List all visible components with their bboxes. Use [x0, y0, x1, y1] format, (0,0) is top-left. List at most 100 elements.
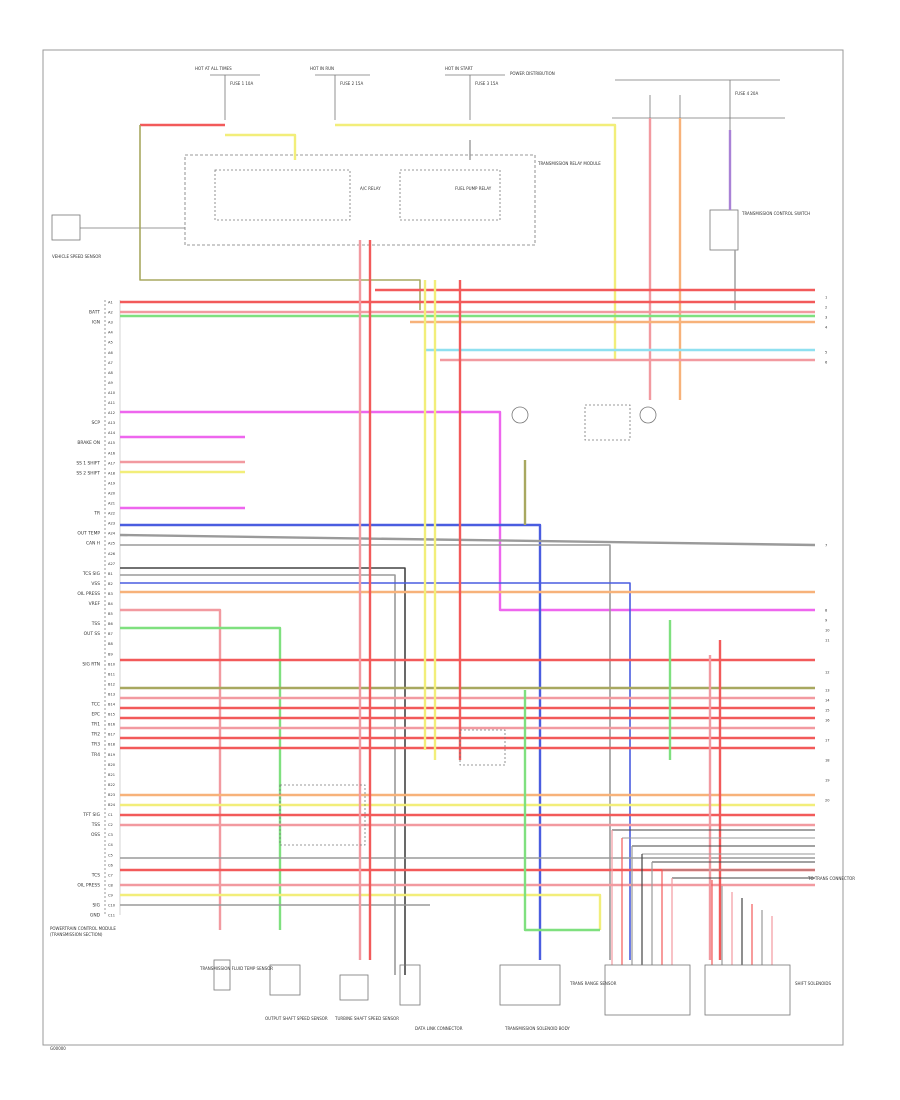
- pin-label: IGN: [92, 320, 100, 326]
- pin-number: B3: [108, 592, 113, 596]
- pin-label: SIG: [93, 903, 101, 909]
- transmission-solenoid-body: [499, 964, 561, 1006]
- pin-number: C6: [108, 863, 114, 867]
- pin-number: A12: [108, 411, 115, 415]
- pin-number: A1: [108, 301, 113, 305]
- pin-number: A14: [108, 431, 116, 435]
- pin-number: A7: [108, 361, 113, 365]
- right-connector-label: SHIFT SOLENOIDS: [795, 981, 832, 986]
- output-shaft-speed-sensor: [269, 964, 301, 996]
- transmission-fluid-temp-sensor-label: TRANSMISSION FLUID TEMP SENSOR: [199, 966, 273, 971]
- pin-number: C1: [108, 813, 113, 817]
- bottom-components: [213, 959, 791, 1016]
- pin-number: A18: [108, 471, 116, 475]
- pin-number: A17: [108, 461, 115, 465]
- right-edge-label: 15: [825, 709, 830, 713]
- relay-icon: [584, 404, 631, 441]
- pin-number: A24: [108, 532, 116, 536]
- label-fuse-right: FUSE 4 20A: [735, 91, 758, 96]
- left-connector-label: TRANS RANGE SENSOR: [569, 981, 617, 986]
- relay-a: [214, 169, 351, 221]
- pin-label: TR4: [90, 752, 100, 758]
- pin-number: C3: [108, 833, 113, 837]
- pin-number: A13: [108, 421, 115, 425]
- pin-label: TSS: [91, 822, 100, 828]
- wire-black-vss: [120, 567, 406, 975]
- pin-number: A23: [108, 522, 115, 526]
- wire-pink-tcs: [120, 608, 222, 930]
- pin-label: TSS: [91, 621, 100, 627]
- right-edge-label: 12: [825, 671, 830, 675]
- right-edge-label: 1: [825, 296, 827, 300]
- power-distribution-area: [51, 74, 785, 251]
- pin-label: TR1: [90, 722, 100, 728]
- pin-number: B1: [108, 572, 113, 576]
- labels: HOT AT ALL TIMES HOT IN RUN HOT IN START…: [50, 66, 855, 1051]
- pin-number: B5: [108, 612, 113, 616]
- pin-number: B14: [108, 703, 116, 707]
- right-edge-label: 19: [825, 779, 830, 783]
- pin-label: CAN H: [86, 541, 100, 547]
- right-edge-label: 13: [825, 689, 830, 693]
- turbine-shaft-speed-sensor-label: TURBINE SHAFT SPEED SENSOR: [334, 1016, 399, 1021]
- right-edge-label: 4: [825, 326, 828, 330]
- pin-label: TR: [93, 511, 100, 517]
- right-edge-label: 2: [825, 306, 827, 310]
- right-edge-label: 5: [825, 351, 827, 355]
- pin-number: B13: [108, 692, 115, 696]
- pin-number: B17: [108, 733, 115, 737]
- pin-label: EPC: [92, 712, 101, 718]
- pin-number: B2: [108, 582, 113, 586]
- pin-label: VSS: [91, 581, 100, 587]
- pin-number: B22: [108, 783, 115, 787]
- pin-number: B4: [108, 602, 113, 606]
- left-connector: [604, 964, 691, 1016]
- pin-label: TCS SIG: [82, 571, 101, 577]
- transmission-control-switch: [709, 209, 739, 251]
- label-power-dist: POWER DISTRIBUTION: [510, 71, 555, 76]
- pin-number: B15: [108, 713, 115, 717]
- pin-number: B24: [108, 803, 116, 807]
- right-edge-label: 6: [825, 361, 828, 365]
- label-hot-3: HOT IN START: [445, 66, 473, 71]
- sensor-icon: [511, 406, 529, 424]
- pin-number: A27: [108, 562, 115, 566]
- pin-number: B20: [108, 763, 116, 767]
- pin-label: GND: [90, 913, 101, 919]
- turbine-shaft-speed-sensor: [339, 974, 369, 1001]
- ecm-connector: [104, 300, 121, 915]
- switch-icon: [639, 406, 657, 424]
- pin-number: A20: [108, 491, 116, 495]
- pin-number: C9: [108, 893, 114, 897]
- label-switch-right: TRANSMISSION CONTROL SWITCH: [741, 211, 810, 216]
- pin-label: OIL PRESS: [77, 882, 100, 888]
- pin-number: A11: [108, 401, 115, 405]
- wire-blue-2: [120, 582, 631, 960]
- label-fuse-c: FUSE 3 15A: [475, 81, 498, 86]
- pin-label: SS 2 SHIFT: [76, 470, 100, 476]
- connector-label: TO TRANS CONNECTOR: [807, 876, 855, 881]
- transmission-fluid-temp-sensor: [213, 959, 231, 991]
- pin-number: B21: [108, 773, 115, 777]
- pin-label: BATT: [89, 310, 100, 316]
- pin-label: TCC: [90, 702, 100, 708]
- pin-number: B6: [108, 622, 113, 626]
- right-edge-label: 9: [825, 619, 828, 623]
- relay-b: [399, 169, 501, 221]
- pin-number: B12: [108, 682, 115, 686]
- pin-number: A5: [108, 341, 113, 345]
- pin-label: TFT SIG: [82, 812, 100, 818]
- pin-number: C7: [108, 873, 113, 877]
- pin-number: B9: [108, 652, 113, 656]
- right-edge-label: 16: [825, 719, 830, 723]
- pin-label: SS 1 SHIFT: [76, 460, 100, 466]
- pin-label: VREF: [89, 601, 101, 607]
- pin-number: A22: [108, 512, 115, 516]
- label-relay-b: FUEL PUMP RELAY: [455, 186, 492, 191]
- wire-scp: [120, 410, 815, 612]
- pin-number: A19: [108, 481, 116, 485]
- right-connector: [704, 964, 791, 1016]
